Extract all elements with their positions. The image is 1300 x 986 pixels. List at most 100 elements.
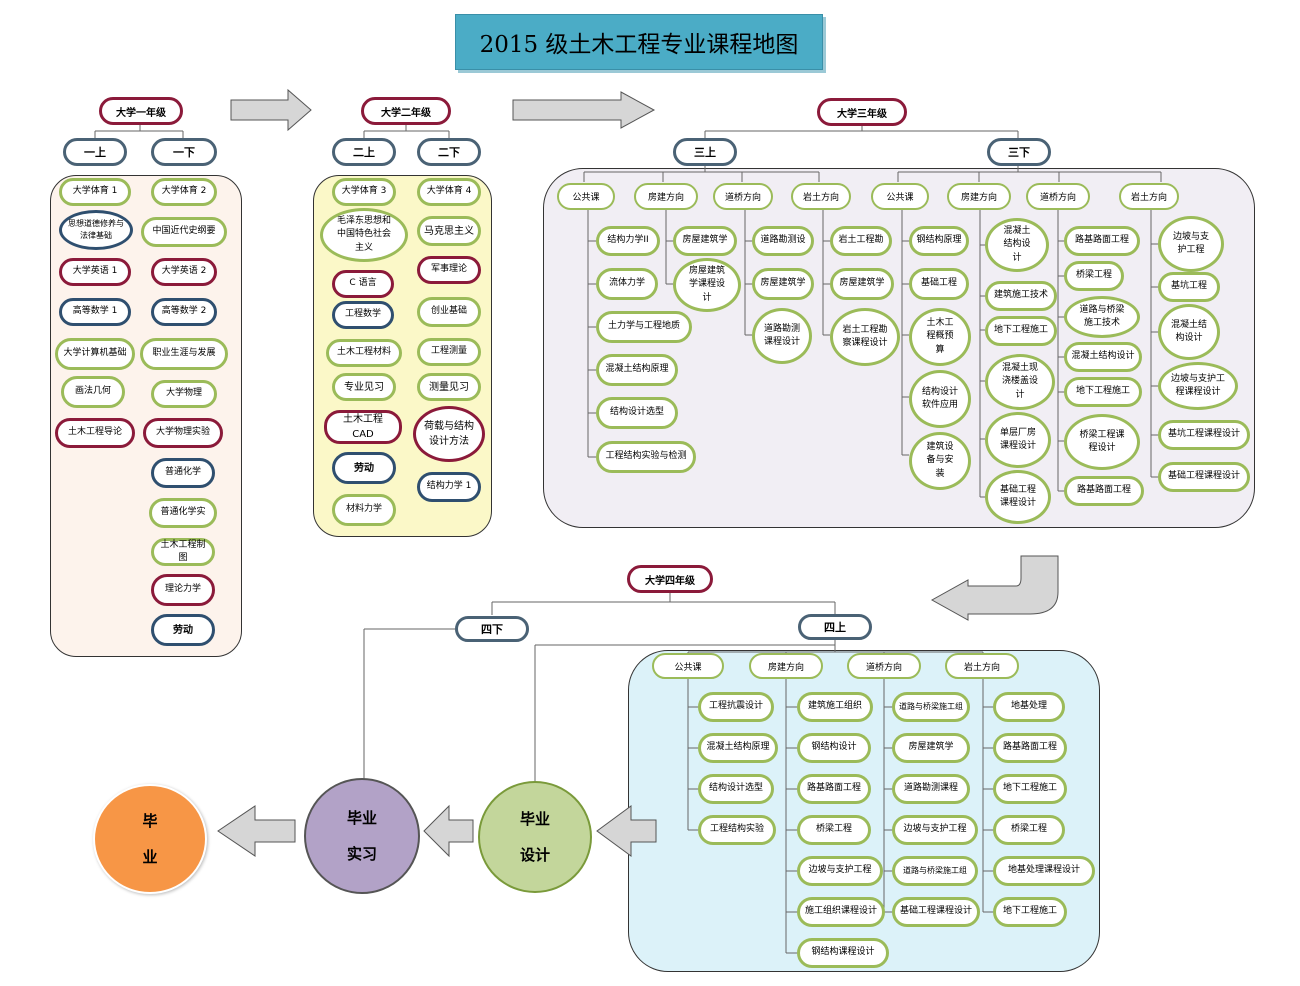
course-y2t2-5: 测量见习 (417, 373, 481, 401)
y4-road-2: 道路勘测课程 (892, 774, 970, 804)
course-y2t1-5: 专业见习 (332, 373, 396, 401)
graduate-line1: 毕 (142, 812, 158, 830)
course-y2t2-6: 荷载与结构设计方法 (413, 406, 485, 462)
course-y1t2-1: 中国近代史纲要 (141, 217, 227, 247)
y3-cat-t1-public: 公共课 (557, 183, 615, 210)
year4-heading: 大学四年级 (627, 565, 713, 593)
year3-heading: 大学三年级 (817, 98, 907, 126)
y3-t1-building-1: 房屋建筑学课程设计 (673, 258, 741, 312)
y3-cat-t1-road: 道桥方向 (713, 183, 773, 210)
course-y1t2-8: 普通化学实 (149, 498, 217, 528)
y4-geo-2: 地下工程施工 (993, 774, 1067, 804)
y4-geo-3: 桥梁工程 (993, 815, 1065, 845)
y3-t2-geo-5: 基础工程课程设计 (1158, 462, 1250, 492)
y3-t2-public-0: 钢结构原理 (909, 226, 969, 256)
y4-cat-public: 公共课 (652, 653, 724, 679)
course-y1t2-11: 劳动 (151, 614, 215, 646)
y4-building-1: 钢结构设计 (797, 733, 871, 763)
y3-t1-geo-1: 房屋建筑学 (830, 268, 894, 300)
course-y2t2-3: 创业基础 (417, 297, 481, 327)
y4-road-0: 道路与桥梁施工组 (892, 692, 970, 722)
year1-panel (50, 175, 242, 657)
y4-public-1: 混凝土结构原理 (698, 733, 778, 763)
course-y1t2-0: 大学体育 2 (151, 178, 217, 206)
y3-t1-road-2: 道路勘测课程设计 (752, 308, 812, 364)
arrow-right-1 (230, 88, 312, 132)
y4-geo-4: 地基处理课程设计 (993, 856, 1095, 886)
course-y2t2-0: 大学体育 4 (417, 178, 481, 206)
y4-geo-5: 地下工程施工 (993, 897, 1067, 927)
y4-road-5: 基础工程课程设计 (892, 897, 980, 927)
course-y1t1-3: 高等数学 1 (59, 298, 131, 326)
y3-t2-road-2: 道路与桥梁施工技术 (1064, 296, 1140, 338)
y4-building-3: 桥梁工程 (797, 815, 871, 845)
course-y1t1-2: 大学英语 1 (59, 258, 131, 286)
y3-t1-building-0: 房屋建筑学 (673, 226, 737, 256)
course-y1t2-2: 大学英语 2 (151, 258, 217, 286)
year4-term2: 四下 (455, 616, 529, 642)
y3-t2-building-1: 建筑施工技术 (985, 281, 1057, 311)
course-y1t2-6: 大学物理实验 (143, 418, 223, 448)
y3-t2-geo-1: 基坑工程 (1158, 272, 1220, 302)
y4-cat-road: 道桥方向 (847, 653, 921, 679)
y3-t2-geo-2: 混凝土结构设计 (1158, 304, 1220, 360)
year2-term1: 二上 (332, 138, 396, 166)
y3-cat-t1-building: 房建方向 (634, 183, 698, 210)
course-y1t1-1: 思想道德修养与法律基础 (59, 210, 133, 250)
y4-road-4: 道路与桥梁施工组 (892, 856, 978, 886)
y3-t2-building-0: 混凝土结构设计 (985, 218, 1049, 272)
course-y1t2-5: 大学物理 (151, 380, 217, 408)
y3-t2-geo-3: 边坡与支护工程课程设计 (1158, 362, 1238, 410)
y3-t2-building-4: 单层厂房课程设计 (985, 412, 1051, 468)
arrow-right-2 (512, 91, 656, 129)
course-y2t1-6: 土木工程 CAD (324, 410, 402, 444)
course-y2t2-1: 马克思主义 (417, 216, 481, 246)
y3-t2-road-6: 路基路面工程 (1064, 476, 1144, 506)
year2-heading: 大学二年级 (361, 97, 451, 125)
y3-t2-building-3: 混凝土现浇楼盖设计 (985, 354, 1055, 410)
course-y1t2-4: 职业生涯与发展 (140, 338, 228, 370)
course-y2t1-2: C 语言 (332, 270, 394, 298)
y3-t2-road-5: 桥梁工程课程设计 (1064, 414, 1140, 470)
arrow-curve-down (930, 555, 1059, 621)
year1-term2: 一下 (151, 138, 217, 166)
course-y1t1-5: 画法几何 (61, 376, 125, 408)
y4-building-4: 边坡与支护工程 (797, 856, 883, 886)
year2-term2: 二下 (417, 138, 481, 166)
course-y2t2-4: 工程测量 (417, 338, 481, 366)
y3-t1-public-3: 混凝土结构原理 (596, 354, 678, 386)
arrow-left-1 (596, 805, 657, 857)
course-y1t1-0: 大学体育 1 (59, 178, 131, 206)
course-y1t1-6: 土木工程导论 (55, 418, 135, 448)
course-y1t2-10: 理论力学 (151, 574, 215, 606)
y3-cat-t2-road: 道桥方向 (1026, 183, 1090, 210)
y3-cat-t2-public: 公共课 (871, 183, 929, 210)
y4-building-2: 路基路面工程 (797, 774, 871, 804)
y3-t1-public-1: 流体力学 (596, 268, 658, 300)
y3-t2-building-5: 基础工程课程设计 (985, 470, 1051, 524)
y3-t2-public-2: 土木工程概预算 (909, 308, 971, 366)
y4-geo-1: 路基路面工程 (993, 733, 1067, 763)
year4-term1: 四上 (798, 614, 872, 640)
y3-t2-public-1: 基础工程 (909, 268, 969, 300)
year3-term2: 三下 (987, 138, 1051, 166)
arrow-left-3 (217, 805, 296, 857)
y4-cat-geo: 岩土方向 (945, 653, 1019, 679)
design-line2: 设计 (519, 846, 550, 864)
y3-t1-public-2: 土力学与工程地质 (596, 311, 692, 343)
y4-geo-0: 地基处理 (993, 692, 1065, 722)
y4-building-0: 建筑施工组织 (797, 692, 873, 722)
y3-t1-public-5: 工程结构实验与检测 (596, 441, 696, 473)
y3-t2-road-3: 混凝土结构设计 (1064, 342, 1142, 372)
y3-t1-public-4: 结构设计选型 (596, 397, 678, 429)
y4-public-2: 结构设计选型 (698, 774, 774, 804)
internship-line1: 毕业 (346, 809, 377, 827)
internship-line2: 实习 (346, 845, 377, 863)
title-banner: 2015 级土木工程专业课程地图 (455, 14, 823, 70)
y4-building-6: 钢结构课程设计 (797, 938, 889, 968)
graduation-internship-circle: 毕业 实习 (304, 778, 420, 894)
graduation-design-circle: 毕业 设计 (478, 781, 592, 893)
graduation-circle: 毕 业 (93, 784, 207, 894)
y3-t1-road-0: 道路勘测设 (752, 226, 814, 256)
